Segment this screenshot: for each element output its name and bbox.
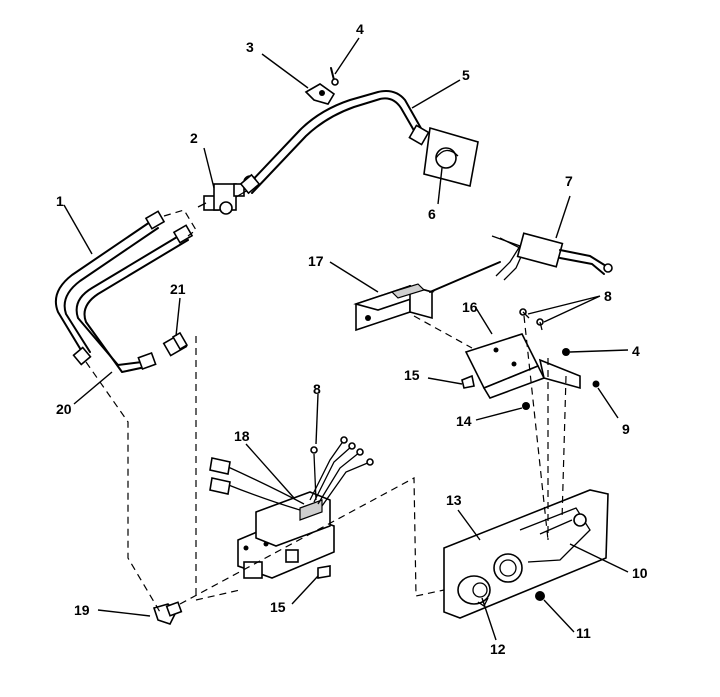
elbow-fitting-part xyxy=(152,601,183,625)
clip-15-lower-part xyxy=(317,565,331,579)
callout-9: 9 xyxy=(622,421,630,437)
callout-2: 2 xyxy=(190,130,198,146)
nut-4-right-part xyxy=(562,348,570,356)
nut-11-part xyxy=(535,591,545,601)
electrode-part xyxy=(491,232,613,281)
nut-14-part xyxy=(522,402,530,410)
callout-20: 20 xyxy=(56,401,72,417)
callout-19: 19 xyxy=(74,602,90,618)
callout-6: 6 xyxy=(428,206,436,222)
callout-leader-lines xyxy=(63,37,629,641)
screw-9-part xyxy=(592,380,600,388)
connector-fitting-part xyxy=(162,331,189,357)
clamp-screw-part xyxy=(330,67,339,86)
callout-3: 3 xyxy=(246,39,254,55)
callout-14: 14 xyxy=(456,413,472,429)
callout-4-top: 4 xyxy=(356,21,364,37)
callout-13: 13 xyxy=(446,492,462,508)
callout-8-lower: 8 xyxy=(313,381,321,397)
igniter-part xyxy=(353,261,501,332)
callout-12: 12 xyxy=(490,641,506,657)
callout-15-lower: 15 xyxy=(270,599,286,615)
callout-8-right: 8 xyxy=(604,288,612,304)
callout-11: 11 xyxy=(576,625,591,641)
callout-7: 7 xyxy=(565,173,573,189)
control-valve-part xyxy=(209,436,374,579)
callout-4-right: 4 xyxy=(632,343,640,359)
screw-8-upper-right-part xyxy=(536,318,544,331)
callout-16: 16 xyxy=(462,299,478,315)
callout-17: 17 xyxy=(308,253,324,269)
callout-18: 18 xyxy=(234,428,250,444)
callout-1: 1 xyxy=(56,193,64,209)
callout-labels: 1 2 3 4 5 6 7 8 4 9 10 11 12 13 14 15 16… xyxy=(56,21,648,657)
long-tube-part xyxy=(239,90,430,195)
screw-8-lower-part xyxy=(310,446,318,501)
callout-15-upper: 15 xyxy=(404,367,420,383)
clamp-part xyxy=(304,83,336,105)
callout-5: 5 xyxy=(462,67,470,83)
bracket-part xyxy=(464,333,581,399)
mounting-plate-part xyxy=(423,126,479,187)
screw-8-upper-left-part xyxy=(519,308,530,319)
assembly-guide-lines xyxy=(85,209,567,613)
tube-assembly-part xyxy=(54,210,194,373)
callout-21: 21 xyxy=(170,281,186,297)
callout-10: 10 xyxy=(632,565,648,581)
clip-15-upper-part xyxy=(461,374,475,389)
